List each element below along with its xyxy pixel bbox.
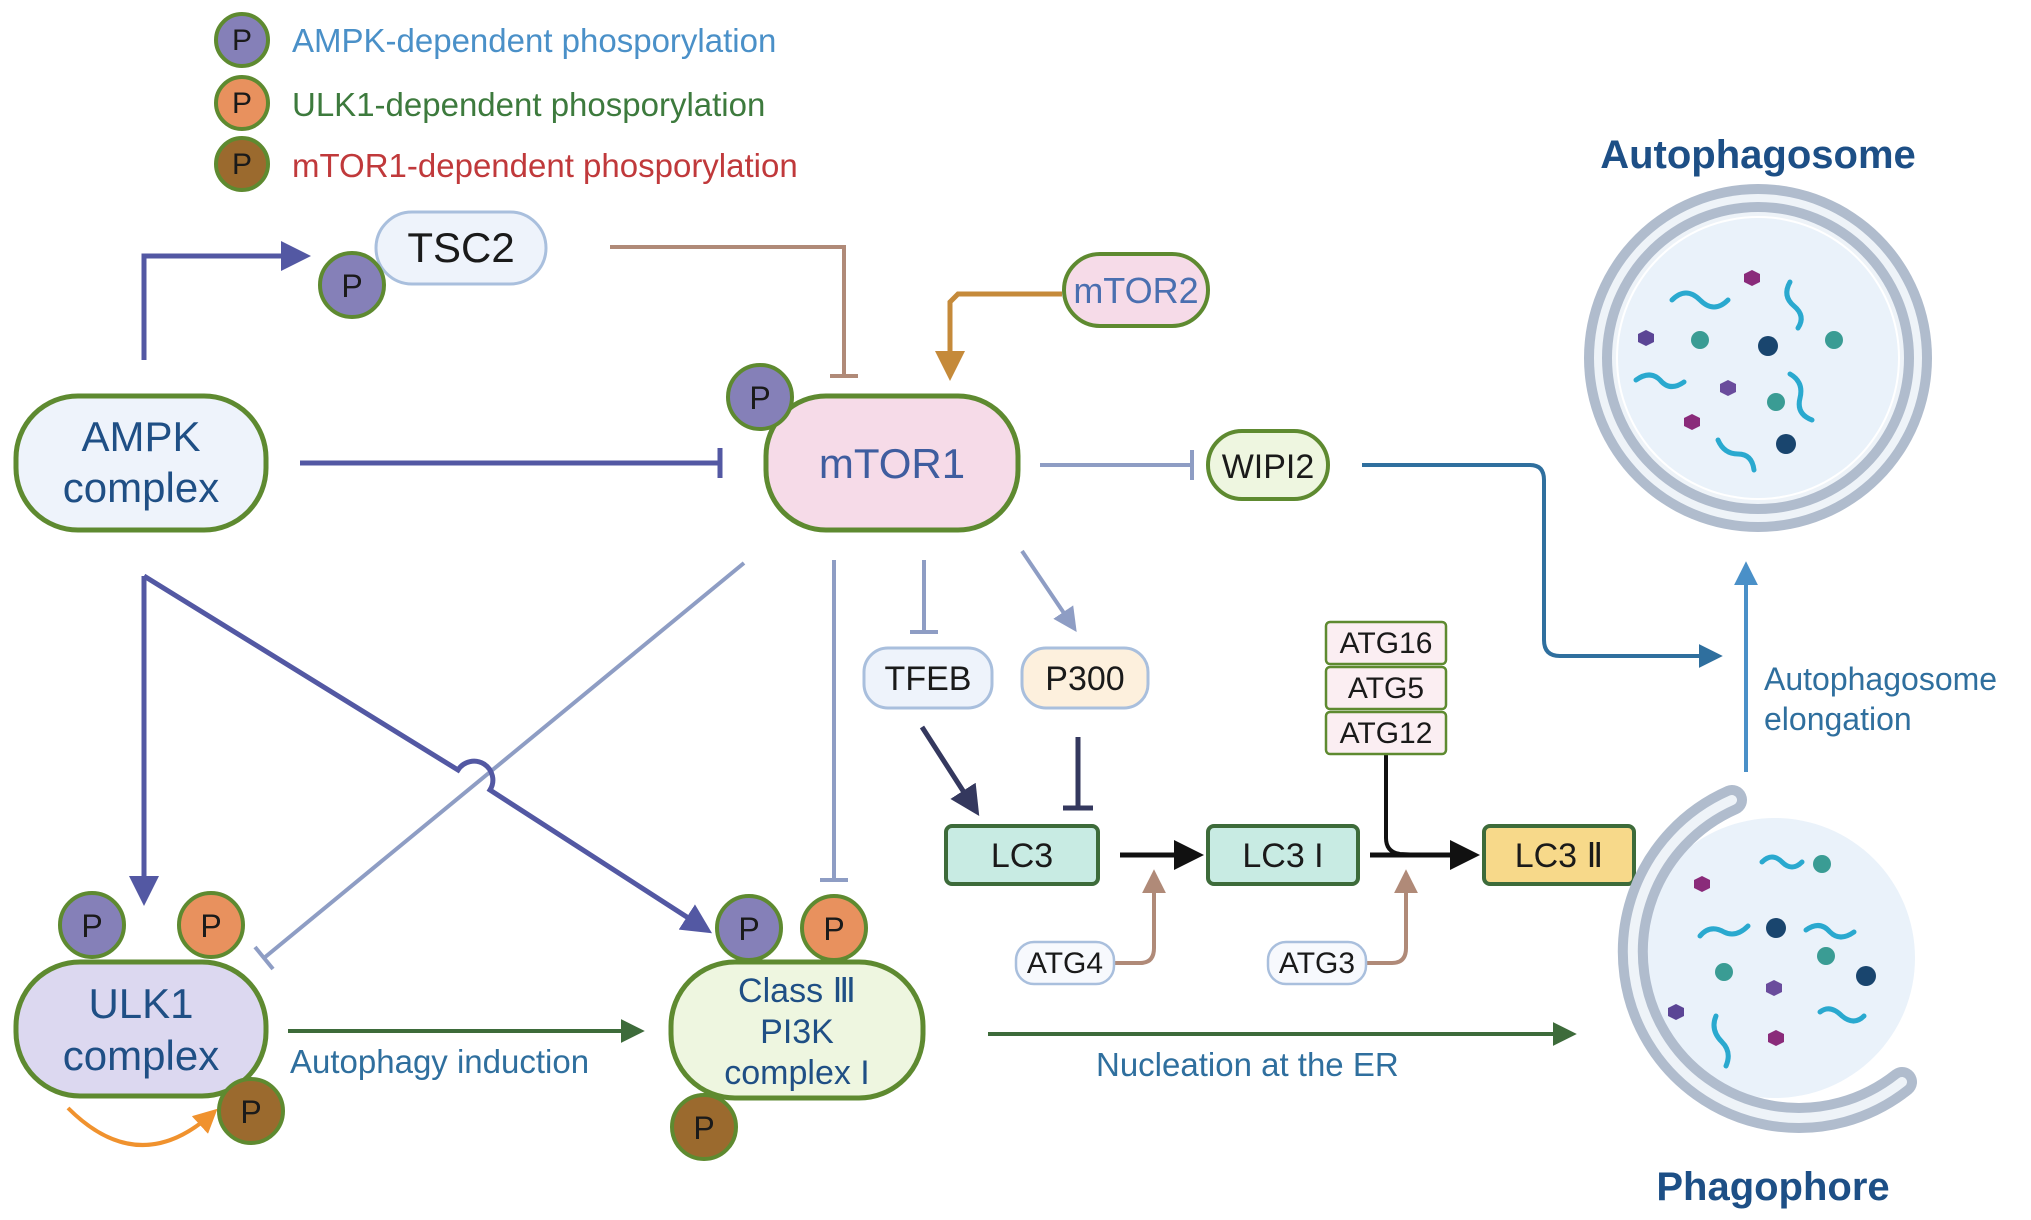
- pi3k-label-line3: complex I: [724, 1054, 870, 1092]
- p300-label: P300: [1045, 660, 1124, 698]
- atg4-to-step-arrow: [1112, 869, 1166, 965]
- ampk-phospho-marker-icon: [214, 12, 270, 68]
- legend: P AMPK-dependent phosporylation P ULK1-d…: [214, 12, 798, 192]
- mtor1-inhibits-ulk1-line: [262, 561, 746, 960]
- mtor2-to-mtor1-arrow: [935, 291, 1062, 381]
- mtor1-to-p300-arrow: [1020, 549, 1077, 632]
- autophagosome-cargo: [1633, 279, 1815, 473]
- atg12-label: ATG12: [1340, 717, 1433, 750]
- phagophore-icon: [1617, 785, 1917, 1133]
- ulk1-ampk-phospho-icon: P: [58, 891, 126, 959]
- tfeb-to-lc3-arrow: [919, 725, 980, 817]
- lc3-node[interactable]: LC3: [944, 824, 1100, 886]
- svg-text:P: P: [200, 908, 221, 944]
- ulk1-label-line2: complex: [63, 1032, 219, 1079]
- ampk-label-line2: complex: [63, 464, 219, 511]
- pi3k-label-line2: PI3K: [760, 1013, 834, 1051]
- legend-item-ulk1: P ULK1-dependent phosporylation: [214, 75, 765, 131]
- lc3-ii-node[interactable]: LC3 Ⅱ: [1482, 824, 1636, 886]
- ulk1-complex-node[interactable]: ULK1 complex: [13, 959, 269, 1099]
- ulk1-autophosphorylation-arrow: [66, 1106, 218, 1147]
- ampk-complex-node[interactable]: AMPK complex: [13, 393, 269, 533]
- atg5-node[interactable]: ATG5: [1324, 665, 1448, 711]
- lc3-i-node[interactable]: LC3 I: [1206, 824, 1360, 886]
- ulk1-ulk1-phospho-icon: P: [177, 891, 245, 959]
- lc3-label: LC3: [991, 837, 1053, 875]
- elongation-label-line1: Autophagosome: [1764, 661, 1997, 697]
- svg-text:P: P: [81, 908, 102, 944]
- atg16-node[interactable]: ATG16: [1324, 620, 1448, 666]
- atg5-label: ATG5: [1348, 672, 1424, 705]
- wipi2-to-elongation-arrow: [1362, 463, 1723, 668]
- ampk-label-line1: AMPK: [81, 413, 200, 460]
- mtor1-label: mTOR1: [819, 440, 965, 487]
- pi3k-mtor1-phospho-icon: P: [670, 1093, 738, 1161]
- tfeb-label: TFEB: [885, 660, 972, 698]
- svg-text:P: P: [749, 380, 770, 416]
- legend-item-mtor1: P mTOR1-dependent phosporylation: [214, 136, 798, 192]
- tsc2-ampk-phospho-icon: P: [318, 251, 386, 319]
- atg3-to-step-arrow: [1364, 869, 1418, 965]
- legend-label-mtor1: mTOR1-dependent phosporylation: [292, 147, 798, 184]
- nucleation-label: Nucleation at the ER: [1096, 1046, 1399, 1083]
- p300-node[interactable]: P300: [1020, 646, 1150, 710]
- ulk1-mtor1-phospho-icon: P: [217, 1077, 285, 1145]
- lc3-i-label: LC3 I: [1242, 837, 1323, 875]
- mtor1-ampk-phospho-icon: P: [726, 363, 794, 431]
- svg-text:P: P: [693, 1110, 714, 1146]
- lc3-ii-label: LC3 Ⅱ: [1515, 837, 1604, 875]
- atg3-label: ATG3: [1279, 947, 1355, 980]
- atg4-label: ATG4: [1027, 947, 1103, 980]
- svg-text:P: P: [341, 268, 362, 304]
- elongation-label-line2: elongation: [1764, 701, 1912, 737]
- legend-marker-text: P: [232, 87, 252, 120]
- atg-complex-join-line: [1384, 755, 1421, 857]
- svg-text:P: P: [738, 911, 759, 947]
- tsc2-label: TSC2: [407, 224, 514, 271]
- tfeb-node[interactable]: TFEB: [862, 646, 994, 710]
- tsc2-inhibits-mtor1-line: [610, 245, 846, 376]
- pi3k-ulk1-phospho-icon: P: [800, 894, 868, 962]
- wipi2-label: WIPI2: [1222, 448, 1315, 486]
- autophagy-induction-label: Autophagy induction: [290, 1043, 589, 1080]
- legend-label-ulk1: ULK1-dependent phosporylation: [292, 86, 765, 123]
- atg4-node[interactable]: ATG4: [1014, 940, 1116, 986]
- legend-marker-text: P: [232, 148, 252, 181]
- mtor2-node[interactable]: mTOR2: [1062, 252, 1210, 328]
- mtor2-label: mTOR2: [1073, 270, 1198, 311]
- phagophore-title: Phagophore: [1656, 1165, 1889, 1209]
- connectors: [66, 241, 1758, 1147]
- pi3k-label-line1: Class Ⅲ: [738, 972, 856, 1010]
- pi3k-complex-node[interactable]: Class Ⅲ PI3K complex I: [668, 959, 926, 1101]
- svg-text:P: P: [823, 911, 844, 947]
- autophagosome-title: Autophagosome: [1600, 133, 1916, 177]
- ulk1-label-line1: ULK1: [88, 980, 193, 1027]
- ulk1-phospho-marker-icon: [214, 75, 270, 131]
- ampk-to-pi3k-arrow: [142, 573, 713, 934]
- ampk-to-tsc2-arrow: [141, 241, 311, 360]
- legend-marker-text: P: [232, 24, 252, 57]
- mtor1-node[interactable]: mTOR1: [763, 393, 1021, 533]
- ulk1-inhibit-bar: [253, 945, 275, 971]
- autophagosome-icon: [1584, 184, 1932, 532]
- pi3k-ampk-phospho-icon: P: [715, 894, 783, 962]
- tsc2-node[interactable]: TSC2: [374, 210, 548, 286]
- atg3-node[interactable]: ATG3: [1266, 940, 1368, 986]
- wipi2-node[interactable]: WIPI2: [1206, 429, 1330, 501]
- atg12-node[interactable]: ATG12: [1324, 710, 1448, 756]
- mtor1-phospho-marker-icon: [214, 136, 270, 192]
- legend-label-ampk: AMPK-dependent phosporylation: [292, 22, 776, 59]
- svg-text:P: P: [240, 1094, 261, 1130]
- legend-item-ampk: P AMPK-dependent phosporylation: [214, 12, 776, 68]
- atg16-label: ATG16: [1340, 627, 1433, 660]
